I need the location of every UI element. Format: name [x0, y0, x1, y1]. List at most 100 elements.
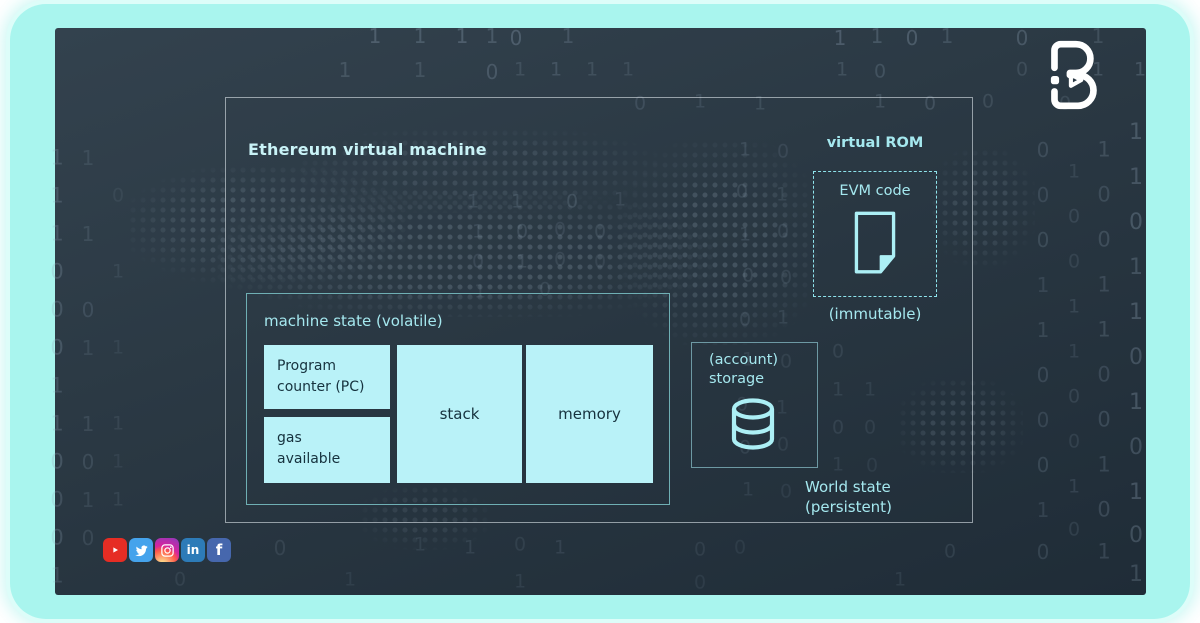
binary-digit: 0: [593, 220, 607, 243]
binary-digit: 1: [776, 306, 790, 329]
binary-digit: 0: [1067, 250, 1081, 273]
evm-code-label: EVM code: [839, 183, 911, 199]
machine-state-label: machine state (volatile): [264, 312, 443, 330]
binary-digit: 0: [831, 416, 845, 439]
binary-digit: 1: [513, 570, 527, 593]
binary-digit: 0: [943, 540, 957, 563]
binary-digit: 1: [1133, 58, 1147, 81]
linkedin-icon[interactable]: in: [181, 538, 205, 562]
binary-digit: 1: [738, 138, 752, 161]
binary-digit: 1: [50, 373, 64, 398]
binary-digit: 0: [471, 250, 485, 273]
binary-digit: 0: [81, 450, 95, 474]
binary-digit: 1: [471, 220, 485, 243]
binary-digit: 1: [1129, 300, 1143, 325]
world-map-dots: [300, 128, 660, 213]
binary-digit: 1: [455, 24, 469, 48]
binary-digit: 1: [50, 563, 64, 588]
binary-digit: 0: [1067, 518, 1081, 541]
binary-digit: 1: [831, 453, 845, 476]
binary-digit: 1: [1067, 340, 1081, 363]
binary-digit: 0: [735, 180, 749, 203]
binary-digit: 0: [1129, 435, 1143, 460]
binary-digit: 0: [50, 487, 64, 512]
binary-digit: 1: [585, 58, 599, 81]
binary-digit: 0: [509, 26, 523, 50]
binary-digit: 1: [775, 396, 789, 419]
binary-digit: 0: [485, 60, 499, 84]
binary-digit: 0: [981, 90, 995, 113]
binary-digit: 1: [753, 92, 767, 115]
binary-digit: 0: [50, 259, 64, 284]
binary-digit: 1: [111, 488, 125, 511]
binary-digit: 1: [1036, 498, 1050, 522]
binary-digit: 0: [1067, 430, 1081, 453]
binary-digit: 0: [1097, 227, 1111, 252]
binary-digit: 0: [513, 533, 527, 556]
twitter-icon[interactable]: [129, 538, 153, 562]
stack-cell: stack: [397, 345, 522, 483]
binary-digit: 0: [1129, 345, 1143, 370]
binary-digit: 1: [1036, 273, 1050, 297]
instagram-icon[interactable]: [155, 538, 179, 562]
binary-digit: 1: [1097, 137, 1111, 162]
binary-digit: 0: [1036, 408, 1050, 432]
binary-digit: 1: [1097, 452, 1111, 477]
facebook-glyph: f: [215, 541, 223, 559]
binary-digit: 0: [111, 184, 125, 207]
binary-digit: 0: [923, 92, 937, 115]
binary-digit: 1: [413, 24, 427, 48]
world-map-dots: [360, 485, 490, 550]
binary-digit: 1: [833, 26, 847, 50]
binary-digit: 0: [776, 140, 790, 163]
binary-digit: 1: [775, 183, 789, 206]
world-map-dots: [620, 140, 820, 345]
binary-digit: 1: [831, 378, 845, 401]
binary-digit: 1: [549, 58, 563, 81]
binary-digit: 0: [538, 278, 552, 301]
binary-digit: 0: [1036, 228, 1050, 252]
binary-digit: 0: [81, 298, 95, 322]
binary-digit: 1: [621, 58, 635, 81]
binary-digit: 1: [111, 412, 125, 435]
binary-digit: 1: [485, 24, 499, 48]
binary-digit: 0: [1067, 205, 1081, 228]
binary-digit: 0: [1129, 523, 1143, 548]
binary-digit: 0: [553, 218, 567, 241]
binary-digit: 1: [81, 222, 95, 246]
binary-digit: 0: [738, 308, 752, 331]
binary-digit: 1: [368, 24, 382, 48]
binary-digit: 0: [779, 266, 793, 289]
machine-state-box: [246, 293, 670, 505]
binary-digit: 1: [50, 411, 64, 436]
binary-digit: 0: [1015, 26, 1029, 50]
binary-digit: 1: [338, 58, 352, 82]
binary-digit: 1: [553, 536, 567, 559]
binary-digit: 0: [1067, 385, 1081, 408]
youtube-icon[interactable]: [103, 538, 127, 562]
binary-digit: 1: [510, 190, 524, 213]
world-state-label: World state (persistent): [805, 478, 892, 516]
binary-digit: 0: [81, 526, 95, 550]
virtual-rom-box: [813, 171, 937, 297]
world-map-dots: [215, 192, 715, 317]
binary-digit: 0: [273, 536, 287, 560]
binary-digit: 1: [1091, 58, 1105, 81]
binary-digit: 1: [50, 183, 64, 208]
linkedin-glyph: in: [186, 543, 200, 557]
binary-digit: 1: [81, 146, 95, 170]
binary-digit: 0: [50, 449, 64, 474]
binary-digit: 1: [81, 412, 95, 436]
account-storage-label: (account) storage: [709, 352, 779, 388]
binary-digit: 1: [1091, 24, 1105, 48]
binary-digit: 1: [561, 24, 575, 48]
binary-digit: 1: [1129, 480, 1143, 505]
binary-digit: 0: [553, 248, 567, 271]
facebook-icon[interactable]: f: [207, 538, 231, 562]
binary-digit: 0: [865, 454, 879, 477]
binary-digit: 1: [1067, 295, 1081, 318]
binary-digit: 1: [870, 24, 884, 48]
binary-digit: 0: [1036, 138, 1050, 162]
binary-digit: 0: [565, 190, 579, 213]
